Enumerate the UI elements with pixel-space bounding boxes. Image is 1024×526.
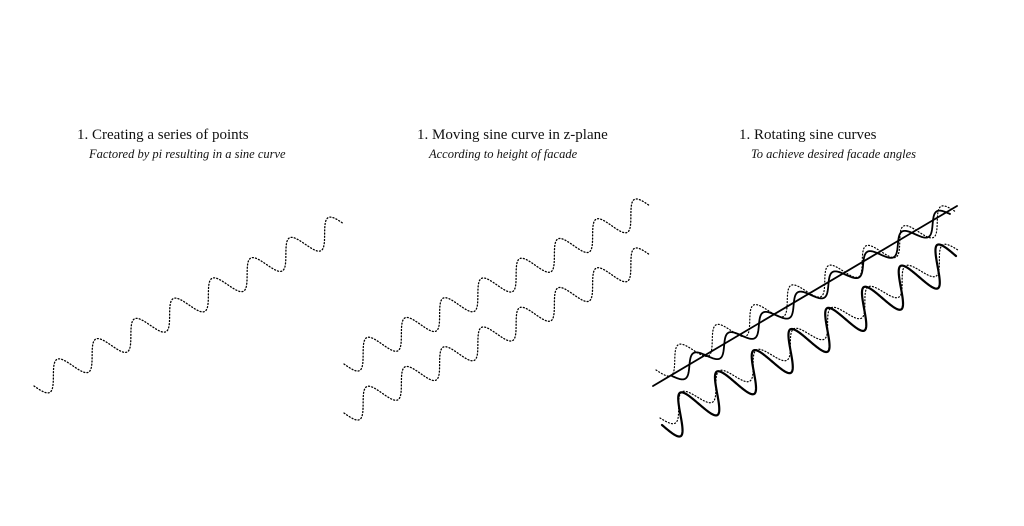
panel-rotating: 1. Rotating sine curves To achieve desir…: [739, 126, 1024, 162]
panel-subtitle: To achieve desired facade angles: [751, 147, 917, 161]
panel-subtitle: Factored by pi resulting in a sine curve: [89, 147, 286, 161]
panel-title: 1. Rotating sine curves: [739, 127, 877, 143]
rotated-curve-dotted-lower: [659, 243, 959, 425]
sine-curve-dotted: [33, 216, 345, 394]
panel-title: 1. Creating a series of points: [77, 127, 249, 143]
axis-line-upper: [652, 205, 958, 387]
panel-subtitle: According to height of facade: [429, 147, 578, 161]
rotated-curve-solid-upper: [671, 209, 951, 381]
panel-title: 1. Moving sine curve in z-plane: [417, 127, 608, 143]
sine-curve-dotted-lower: [343, 247, 651, 421]
panel-z-plane: 1. Moving sine curve in z-plane Accordin…: [417, 126, 737, 162]
rotated-curve-dotted-upper: [655, 205, 957, 377]
panel-points: 1. Creating a series of points Factored …: [77, 126, 397, 162]
rotated-curve-solid-lower: [660, 243, 958, 438]
sine-curve-dotted-upper: [343, 198, 651, 372]
